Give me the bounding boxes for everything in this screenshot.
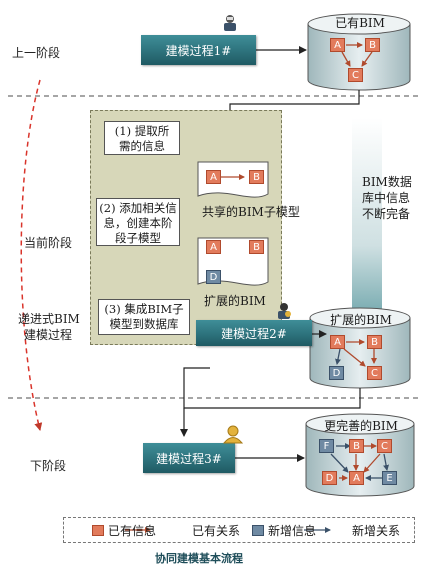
step-1-line2: 需的信息: [119, 139, 165, 153]
doc2-node-b: B: [249, 240, 264, 254]
side-note-line2: 库中信息: [362, 191, 411, 205]
step-3-line2: 模型到数据库: [109, 317, 179, 331]
legend-existing-info: 已有信息: [108, 523, 157, 538]
db3-node-a: A: [349, 471, 364, 485]
db1-node-a: A: [330, 38, 345, 52]
process-1-box: 建模过程1#: [141, 35, 256, 65]
db1-node-b: B: [365, 38, 380, 52]
legend-new-info: 新增信息: [268, 523, 317, 538]
step-2-line3: 段子模型: [115, 231, 161, 245]
extended-bim-label: 扩展的BIM: [204, 294, 266, 308]
db2-title: 扩展的BIM: [330, 313, 392, 327]
step-1-line1: (1) 提取所: [114, 124, 170, 138]
db2-node-c: C: [367, 366, 382, 380]
doc2-node-a: A: [206, 240, 221, 254]
process-1-label: 建模过程1#: [165, 43, 232, 58]
db3-node-d: D: [322, 471, 337, 485]
db3-node-c: C: [377, 439, 392, 453]
db2-node-d: D: [329, 366, 344, 380]
shared-submodel-label: 共享的BIM子模型: [202, 205, 300, 219]
step-1-box: (1) 提取所 需的信息: [104, 121, 180, 155]
legend-existing-info-swatch: [92, 524, 104, 536]
stage-previous-label: 上一阶段: [12, 46, 61, 60]
doc1-node-a: A: [206, 170, 221, 184]
db3-node-e: E: [382, 471, 397, 485]
db2-node-b: B: [367, 335, 382, 349]
side-note: BIM数据 库中信息 不断完备: [362, 174, 412, 222]
process-2-label: 建模过程2#: [221, 326, 287, 341]
progressive-label-line2: 建模过程: [24, 328, 73, 342]
db1-title: 已有BIM: [335, 16, 385, 30]
legend-new-info-swatch: [252, 524, 265, 536]
doc2-node-d: D: [206, 270, 221, 284]
db3-title: 更完善的BIM: [324, 419, 398, 433]
side-note-line1: BIM数据: [362, 175, 412, 189]
doc1-node-b: B: [249, 170, 264, 184]
db3-node-b: B: [349, 439, 364, 453]
legend-new-rel: 新增关系: [352, 523, 401, 538]
step-2-box: (2) 添加相关信 息，创建本阶 段子模型: [96, 198, 180, 246]
step-2-line2: 息，创建本阶: [103, 216, 173, 230]
process-2-box: 建模过程2#: [196, 320, 312, 346]
db3-node-f: F: [319, 439, 334, 453]
process-3-label: 建模过程3#: [156, 451, 222, 466]
step-2-line1: (2) 添加相关信: [99, 201, 177, 215]
caption: 协同建模基本流程: [155, 552, 243, 565]
db1-node-c: C: [348, 68, 363, 82]
stage-current-label: 当前阶段: [24, 236, 73, 250]
step-3-line1: (3) 集成BIM子: [104, 302, 184, 316]
person-avatar-icon-2: [222, 424, 244, 444]
legend-existing-rel: 已有关系: [192, 523, 241, 538]
warning-person-icon: [276, 302, 292, 320]
stage-next-label: 下阶段: [30, 459, 67, 473]
progressive-label-line1: 递进式BIM: [18, 312, 80, 326]
db2-node-a: A: [330, 335, 345, 349]
step-3-box: (3) 集成BIM子 模型到数据库: [98, 299, 190, 335]
legend: 已有信息 已有关系 新增信息 新增关系: [63, 517, 415, 543]
process-3-box: 建模过程3#: [143, 443, 235, 473]
side-note-line3: 不断完备: [362, 207, 411, 221]
person-avatar-icon: [222, 14, 238, 32]
